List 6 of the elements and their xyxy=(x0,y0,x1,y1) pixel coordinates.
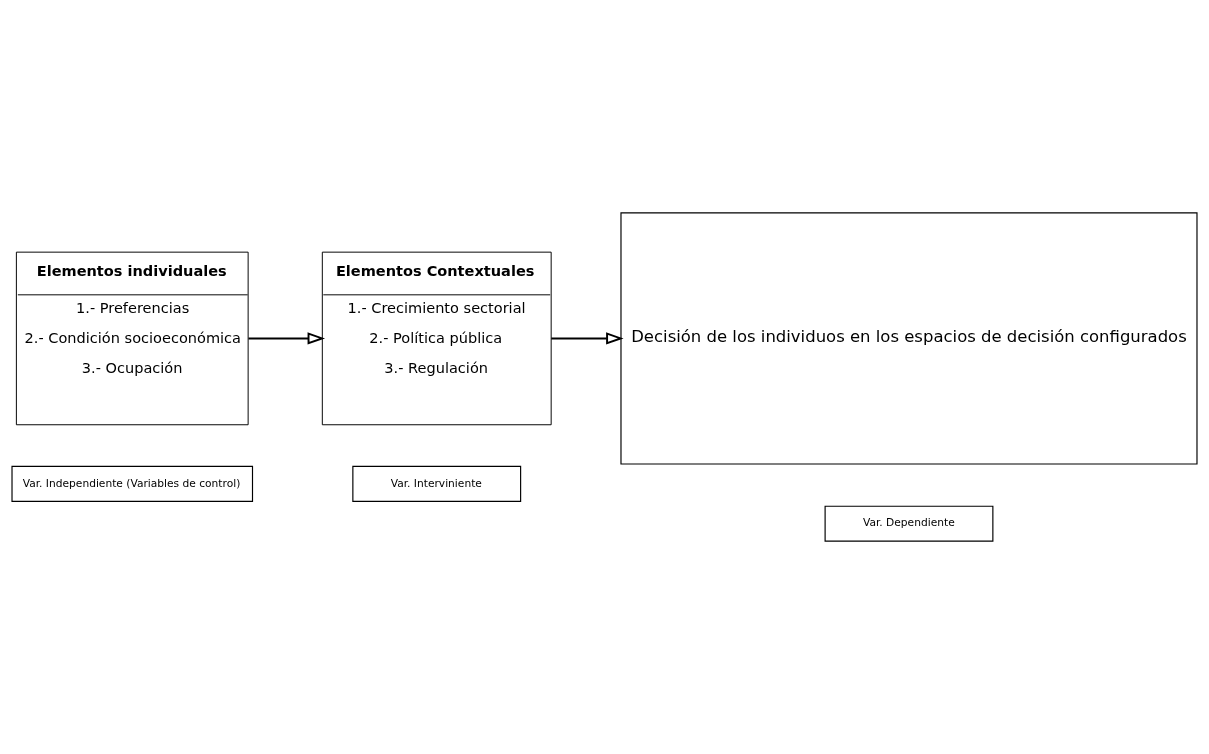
node-box: Var. Independiente (Variables de control) xyxy=(11,465,254,502)
arrow xyxy=(550,332,624,345)
node-box: Decisión de los individuos en los espacios de decisión configurados xyxy=(620,212,1198,465)
node-box: Var. Interviniente xyxy=(352,465,522,502)
node-box: Var. Dependiente xyxy=(824,505,994,542)
arrow xyxy=(247,332,326,345)
